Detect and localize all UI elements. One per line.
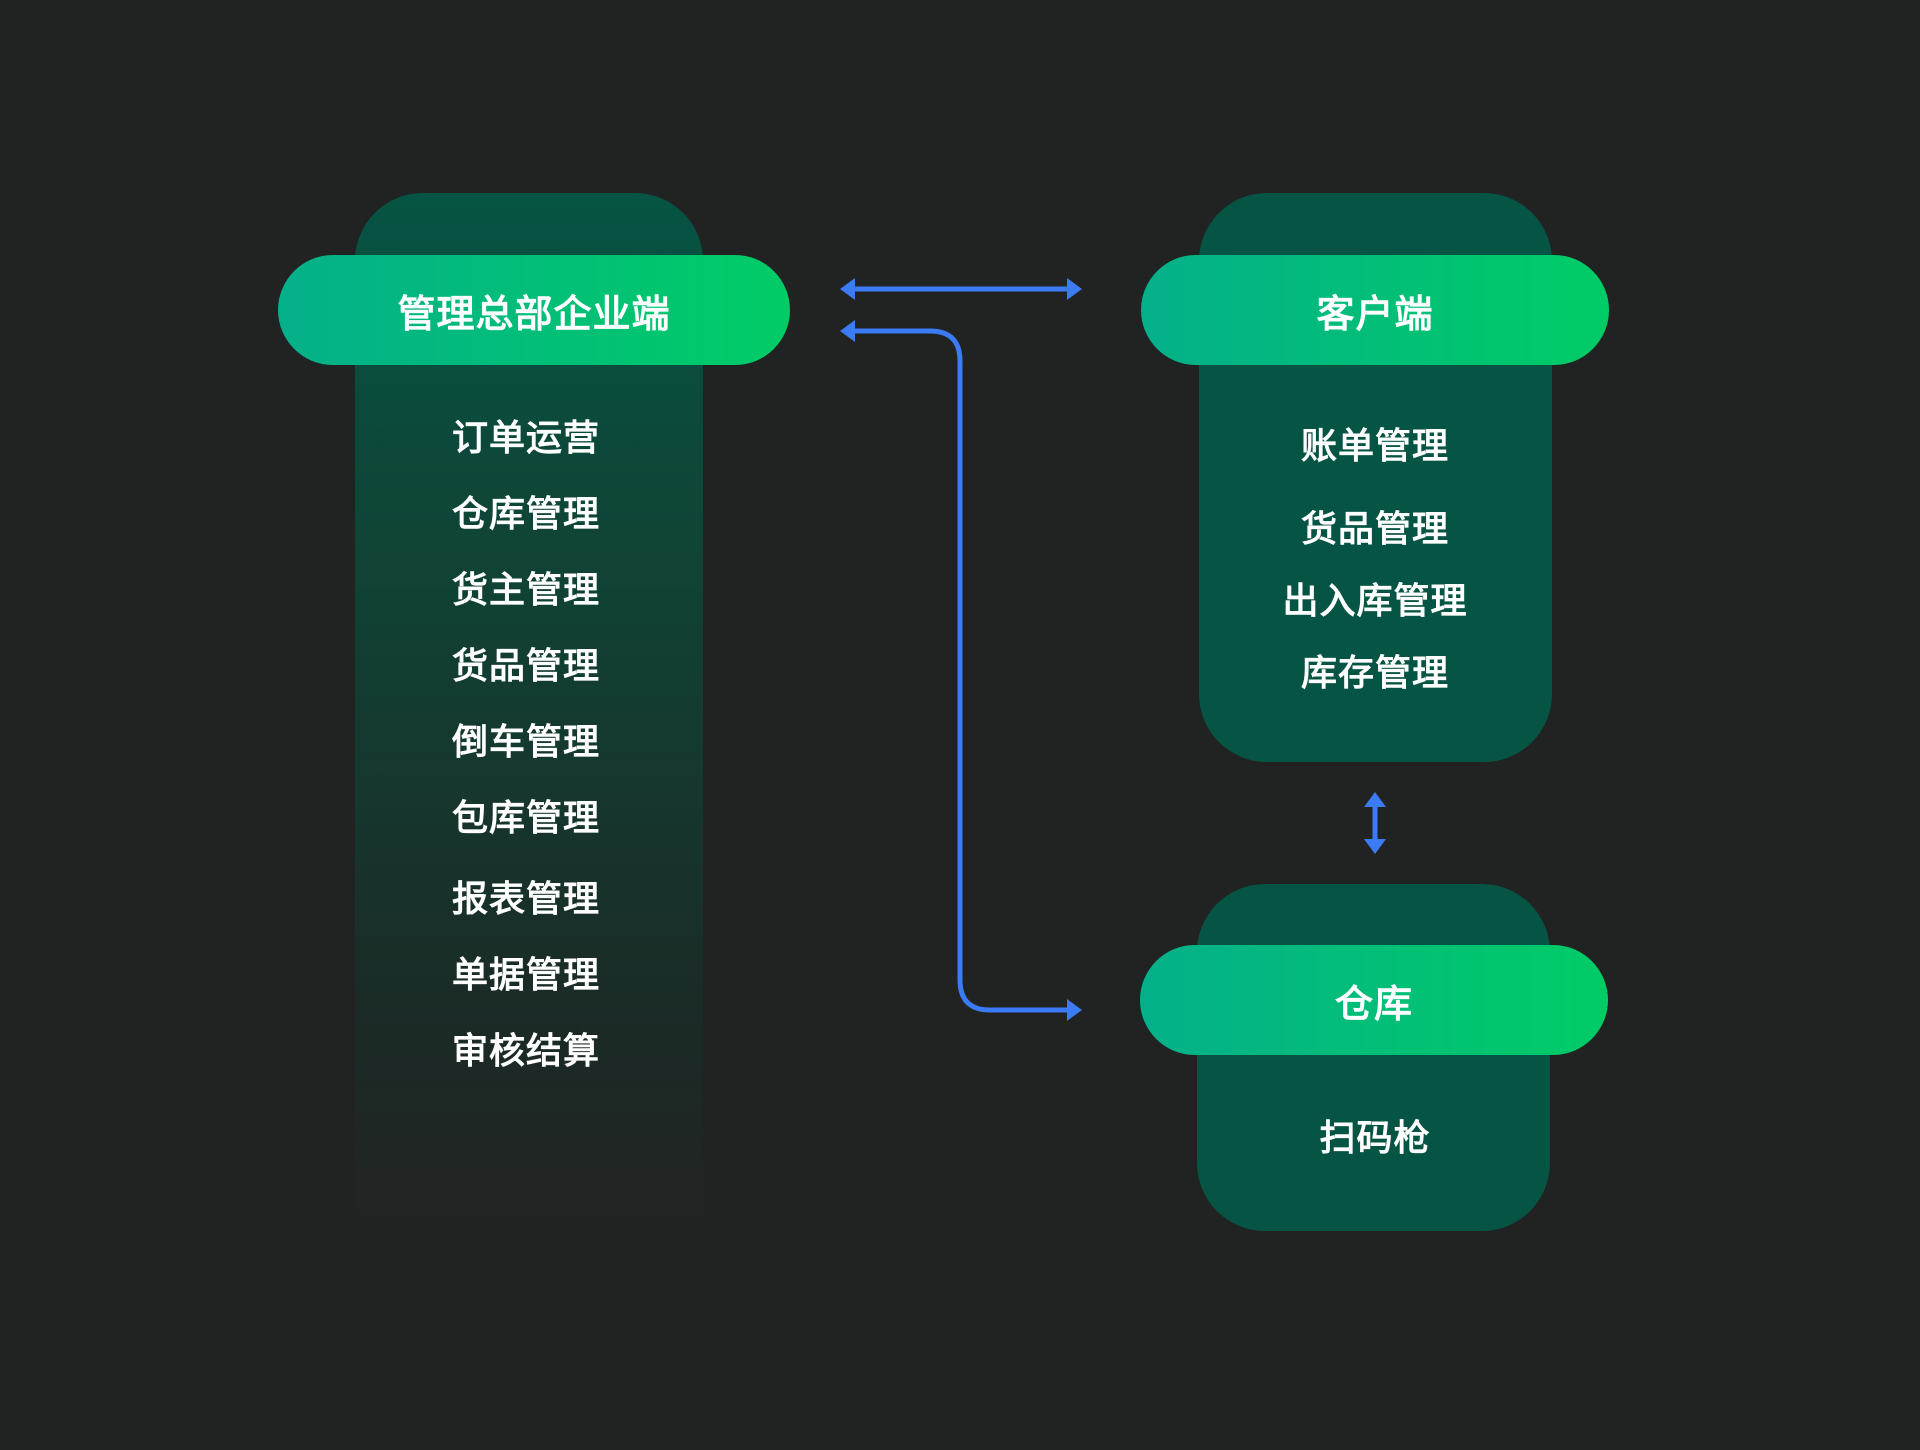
client-title: 客户端 bbox=[1316, 291, 1434, 336]
hq-title: 管理总部企业端 bbox=[397, 291, 671, 336]
hq-item: 货主管理 bbox=[451, 570, 600, 611]
warehouse-panel bbox=[1197, 884, 1550, 1231]
warehouse-title-pill: 仓库 bbox=[1140, 945, 1608, 1055]
hq-item: 单据管理 bbox=[451, 955, 600, 996]
hq-title-pill: 管理总部企业端 bbox=[278, 255, 790, 365]
hq-item: 报表管理 bbox=[451, 879, 600, 920]
warehouse-item: 扫码枪 bbox=[1319, 1118, 1431, 1159]
hq-warehouse-arrow bbox=[840, 320, 1082, 1021]
hq-item: 货品管理 bbox=[451, 646, 600, 687]
warehouse-title: 仓库 bbox=[1334, 981, 1413, 1026]
hq-item: 订单运营 bbox=[451, 418, 600, 459]
client-item: 账单管理 bbox=[1300, 426, 1449, 467]
hq-item: 仓库管理 bbox=[451, 494, 600, 535]
client-item: 库存管理 bbox=[1300, 653, 1449, 694]
client-item: 出入库管理 bbox=[1282, 581, 1468, 622]
hq-item: 倒车管理 bbox=[451, 722, 600, 763]
hq-item: 包库管理 bbox=[451, 798, 600, 839]
client-warehouse-arrow bbox=[1364, 792, 1386, 854]
client-title-pill: 客户端 bbox=[1141, 255, 1609, 365]
hq-client-arrow bbox=[840, 278, 1082, 300]
client-item: 货品管理 bbox=[1300, 509, 1449, 550]
hq-item: 审核结算 bbox=[451, 1031, 600, 1072]
